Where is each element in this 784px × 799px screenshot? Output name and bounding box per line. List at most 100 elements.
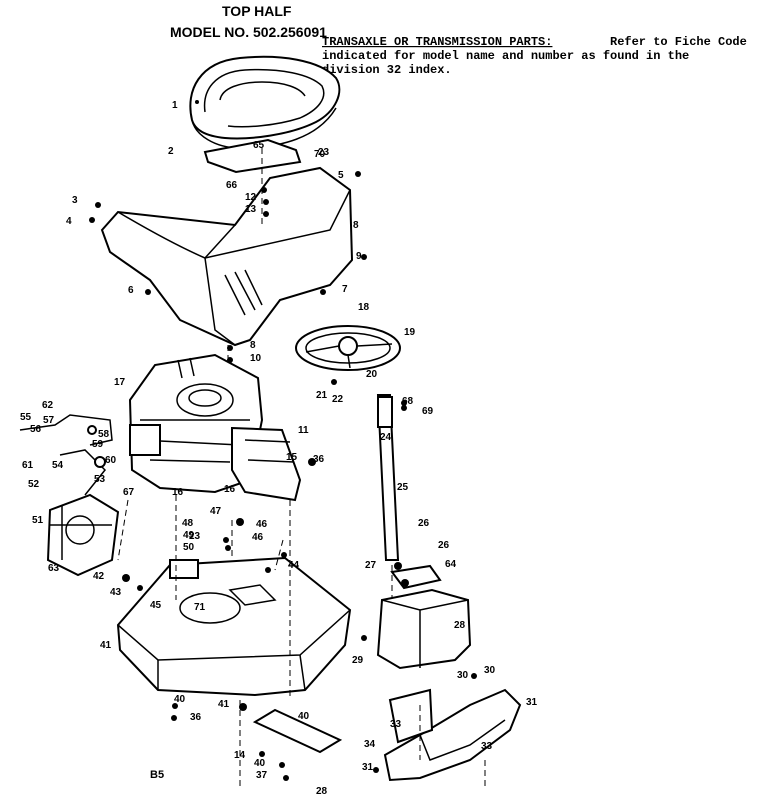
callout-label: 66 <box>226 180 238 191</box>
callout-label: 31 <box>362 762 374 773</box>
steering-shaft-part <box>376 394 400 561</box>
callout-label: 30 <box>484 665 496 676</box>
callout-label: 29 <box>352 655 364 666</box>
callout-label: 45 <box>150 600 162 611</box>
callout-label: 34 <box>364 739 376 750</box>
callout-label: 50 <box>183 542 195 553</box>
callout-label: 60 <box>105 455 117 466</box>
note-line-1: Refer to Fiche Code <box>610 35 747 49</box>
callout-label: 5 <box>338 170 344 181</box>
callout-label: 30 <box>457 670 469 681</box>
callout-label: 16 <box>172 487 184 498</box>
callout-label: 13 <box>245 204 257 215</box>
callout-label: 31 <box>526 697 538 708</box>
steering-wheel-part <box>295 325 401 371</box>
callout-label: 26 <box>438 540 450 551</box>
callout-label: 27 <box>365 560 377 571</box>
callout-label: 48 <box>182 518 194 529</box>
seat-part <box>189 55 341 149</box>
callout-label: 23 <box>189 531 201 542</box>
callout-label: 51 <box>32 515 44 526</box>
callout-label: 21 <box>316 390 328 401</box>
front-bumper-part <box>383 688 522 782</box>
callout-label: 2 <box>168 146 174 157</box>
callout-label: 28 <box>316 786 328 797</box>
callout-label: 9 <box>356 251 362 262</box>
callout-label: 56 <box>30 424 42 435</box>
callout-label: 25 <box>397 482 409 493</box>
pedal-linkage-part <box>19 414 113 496</box>
seat-bracket-part <box>203 138 302 174</box>
callout-label: 64 <box>445 559 457 570</box>
fender-body-part <box>100 166 354 347</box>
callout-label: 33 <box>390 719 402 730</box>
callout-label: 71 <box>194 602 206 613</box>
callout-label: 57 <box>43 415 55 426</box>
callout-label: 28 <box>454 620 466 631</box>
callout-label: 18 <box>358 302 370 313</box>
note-heading: TRANSAXLE OR TRANSMISSION PARTS: <box>322 35 552 49</box>
note-line-3: division 32 index. <box>322 63 452 77</box>
dash-console-part <box>376 564 472 670</box>
callout-label: 40 <box>174 694 186 705</box>
engine-bracket-part <box>231 426 302 502</box>
callout-label: 33 <box>481 741 493 752</box>
callout-label: 59 <box>92 439 104 450</box>
callout-label: 70 <box>314 149 326 160</box>
callout-label: 41 <box>100 640 112 651</box>
callout-label: 42 <box>93 571 105 582</box>
callout-label: 8 <box>353 220 359 231</box>
callout-label: 69 <box>422 406 434 417</box>
note-line-2: indicated for model name and number as f… <box>322 49 689 63</box>
callout-label: 40 <box>254 758 266 769</box>
callout-label: 26 <box>418 518 430 529</box>
callout-label: 12 <box>245 192 257 203</box>
callout-label: 20 <box>366 369 378 380</box>
callout-label: 16 <box>224 484 236 495</box>
callout-label: 23 <box>318 147 330 158</box>
callout-label: 44 <box>288 560 300 571</box>
callout-label: 19 <box>404 327 416 338</box>
callout-label: 10 <box>250 353 262 364</box>
callout-label: 63 <box>48 563 60 574</box>
hardware-fasteners <box>89 100 477 781</box>
callout-label: 43 <box>110 587 122 598</box>
callout-label: 55 <box>20 412 32 423</box>
callout-label: 11 <box>298 425 309 436</box>
callout-label: 67 <box>123 487 135 498</box>
callout-label: 36 <box>313 454 325 465</box>
callout-label: 62 <box>42 400 54 411</box>
transmission-assembly-part <box>46 493 120 577</box>
callout-label: 8 <box>250 340 256 351</box>
lower-bar-part <box>252 708 343 754</box>
engine-part <box>128 353 264 494</box>
callout-label: 47 <box>210 506 222 517</box>
model-number: MODEL NO. 502.256091 <box>170 24 327 40</box>
bumper-bracket-part <box>388 688 434 744</box>
callout-label: 68 <box>402 396 414 407</box>
callout-label: 37 <box>256 770 268 781</box>
callout-label: 3 <box>72 195 78 206</box>
callout-label: 14 <box>234 750 246 761</box>
callout-label: 4 <box>66 216 72 227</box>
callout-label: 6 <box>128 285 134 296</box>
callout-label: 7 <box>342 284 348 295</box>
callout-label: 22 <box>332 394 344 405</box>
callout-label: 53 <box>94 474 106 485</box>
callout-label: 40 <box>298 711 310 722</box>
footer-code: B5 <box>150 769 164 781</box>
diagram-title: TOP HALF <box>222 3 292 19</box>
callout-label: 17 <box>114 377 126 388</box>
callout-label: 52 <box>28 479 40 490</box>
callout-label: 54 <box>52 460 64 471</box>
callout-label: 46 <box>252 532 264 543</box>
callout-label: 15 <box>286 452 298 463</box>
callout-label: 41 <box>218 699 230 710</box>
assembly-lines <box>117 148 486 790</box>
callout-label: 61 <box>22 460 34 471</box>
callout-label: 58 <box>98 429 110 440</box>
callout-label: 24 <box>380 432 392 443</box>
